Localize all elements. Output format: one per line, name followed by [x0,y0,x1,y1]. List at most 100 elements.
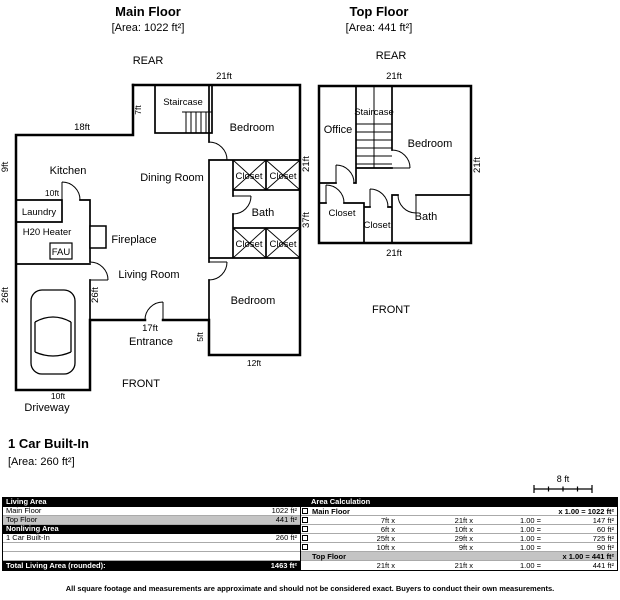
staircase-box [154,84,213,134]
top-floor-area-label: [Area: 441 ft²] [346,22,413,34]
dim-main-top: 21ft [216,71,232,82]
calc-row: 6ft x 10ft x 1.00 = 60 ft² [301,525,617,534]
top-floor-plan: REAR Staircase Office Bedroom Closet Clo… [301,50,483,316]
calc-row: 10ft x 9ft x 1.00 = 90 ft² [301,543,617,552]
total-living-area-row: Total Living Area (rounded): 1463 ft² [3,561,300,570]
h2o-heater-label: H20 Heater [23,227,72,238]
fau-box [49,242,73,260]
calc-dim2: 10ft x [454,525,473,534]
main-bedroom-top-label: Bedroom [230,122,275,134]
calc-result: 60 ft² [596,525,614,534]
row-label: 1 Car Built-In [6,533,50,542]
calc-dim1: 21ft x [376,561,395,570]
dim-top-floor-left: 21ft [301,156,312,172]
main-bedroom-bottom-label: Bedroom [231,295,276,307]
include-checkbox[interactable] [302,508,308,514]
disclaimer-text: All square footage and measurements are … [65,584,555,593]
closet-bl-label: Closet [236,239,263,250]
closet-br-label: Closet [270,239,297,250]
main-interior-walls [15,84,301,321]
staircase-treads [182,111,212,133]
garage-section-area-label: [Area: 260 ft²] [8,456,75,468]
main-floor-plan: REAR Staircase Bedroom Dining Room Kitch… [0,55,312,414]
dim-driveway-bottom: 10ft [51,391,66,401]
nonliving-area-header: Nonliving Area [3,525,300,534]
table-row-empty [3,543,300,552]
car-icon [30,289,76,375]
top-floor-title: Top Floor [350,4,409,19]
calc-row: 21ft x 21ft x 1.00 = 441 ft² [301,561,617,570]
row-value: 441 ft² [275,515,297,524]
area-calculation-header: Area Calculation [301,498,617,507]
dim-top-floor-bottom: 21ft [386,248,402,259]
closet-tl-label: Closet [236,171,263,182]
top-bedroom-label: Bedroom [408,138,453,150]
top-front-label: FRONT [372,304,410,316]
door-arcs [61,141,252,321]
living-area-header-label: Living Area [6,497,47,506]
calc-row-main-floor: Main Floor x 1.00 = 1022 ft² [301,507,617,516]
main-floor-area-label: [Area: 1022 ft²] [112,22,185,34]
dim-main-right: 37ft [301,212,312,228]
table-row-top-floor: Top Floor 441 ft² [3,516,300,525]
calc-row: 25ft x 29ft x 1.00 = 725 ft² [301,534,617,543]
main-exterior-walls [131,83,302,357]
main-bath-label: Bath [252,207,275,219]
top-staircase-treads [356,86,392,168]
calc-row-top-floor: Top Floor x 1.00 = 441 ft² [301,552,617,561]
top-interior-walls [318,85,472,244]
calc-dim2: 29ft x [454,534,473,543]
dim-bedroom-left: 5ft [195,332,205,342]
calc-factor: 1.00 = [519,516,541,525]
living-room-label: Living Room [118,269,179,281]
office-label: Office [324,124,353,136]
kitchen-label: Kitchen [50,165,87,177]
top-staircase-label: Staircase [354,107,394,118]
area-calculation-table: Area Calculation Main Floor x 1.00 = 102… [300,498,617,570]
calc-group-label: Top Floor [312,552,347,561]
calc-result: 90 ft² [596,543,614,552]
dim-kitchen-left: 9ft [0,161,11,172]
driveway-label: Driveway [24,402,70,414]
fau-label: FAU [52,247,71,258]
top-exterior-walls [317,84,473,245]
fireplace-label: Fireplace [111,234,156,246]
total-value: 1463 ft² [270,560,297,570]
garage-section-title: 1 Car Built-In [8,436,89,451]
closet-tr-label: Closet [270,171,297,182]
table-row-garage: 1 Car Built-In 260 ft² [3,534,300,543]
include-checkbox[interactable] [302,526,308,532]
top-rear-label: REAR [376,50,407,62]
include-checkbox[interactable] [302,535,308,541]
dim-garage-left: 26ft [0,287,11,303]
dining-room-label: Dining Room [140,172,204,184]
top-closet-left-label: Closet [329,208,356,219]
main-rear-label: REAR [133,55,164,67]
calc-group-total: x 1.00 = 1022 ft² [558,507,614,516]
calc-result: 725 ft² [592,534,614,543]
row-label: Top Floor [6,515,38,524]
calc-dim2: 21ft x [454,561,473,570]
calc-dim1: 6ft x [380,525,395,534]
scale-bar: 8 ft [533,474,593,493]
scale-bar-line [533,485,593,493]
fireplace-box [89,225,107,249]
living-area-table: Living Area Main Floor 1022 ft² Top Floo… [3,498,300,570]
calc-result: 147 ft² [592,516,614,525]
calc-factor: 1.00 = [519,525,541,534]
calc-factor: 1.00 = [519,561,541,570]
floor-plan-canvas: Main Floor [Area: 1022 ft²] Top Floor [A… [0,4,593,493]
dim-kitchen-bottom: 10ft [45,188,60,198]
calc-factor: 1.00 = [519,543,541,552]
calc-dim1: 25ft x [376,534,395,543]
dim-living-bottom: 17ft [142,323,158,334]
include-checkbox[interactable] [302,544,308,550]
calc-dim2: 9ft x [458,543,473,552]
top-closet-right-label: Closet [364,220,391,231]
laundry-label: Laundry [22,207,57,218]
scale-bar-label: 8 ft [557,474,570,484]
dim-kitchen-top: 18ft [74,122,90,133]
include-checkbox[interactable] [302,517,308,523]
calc-factor: 1.00 = [519,534,541,543]
